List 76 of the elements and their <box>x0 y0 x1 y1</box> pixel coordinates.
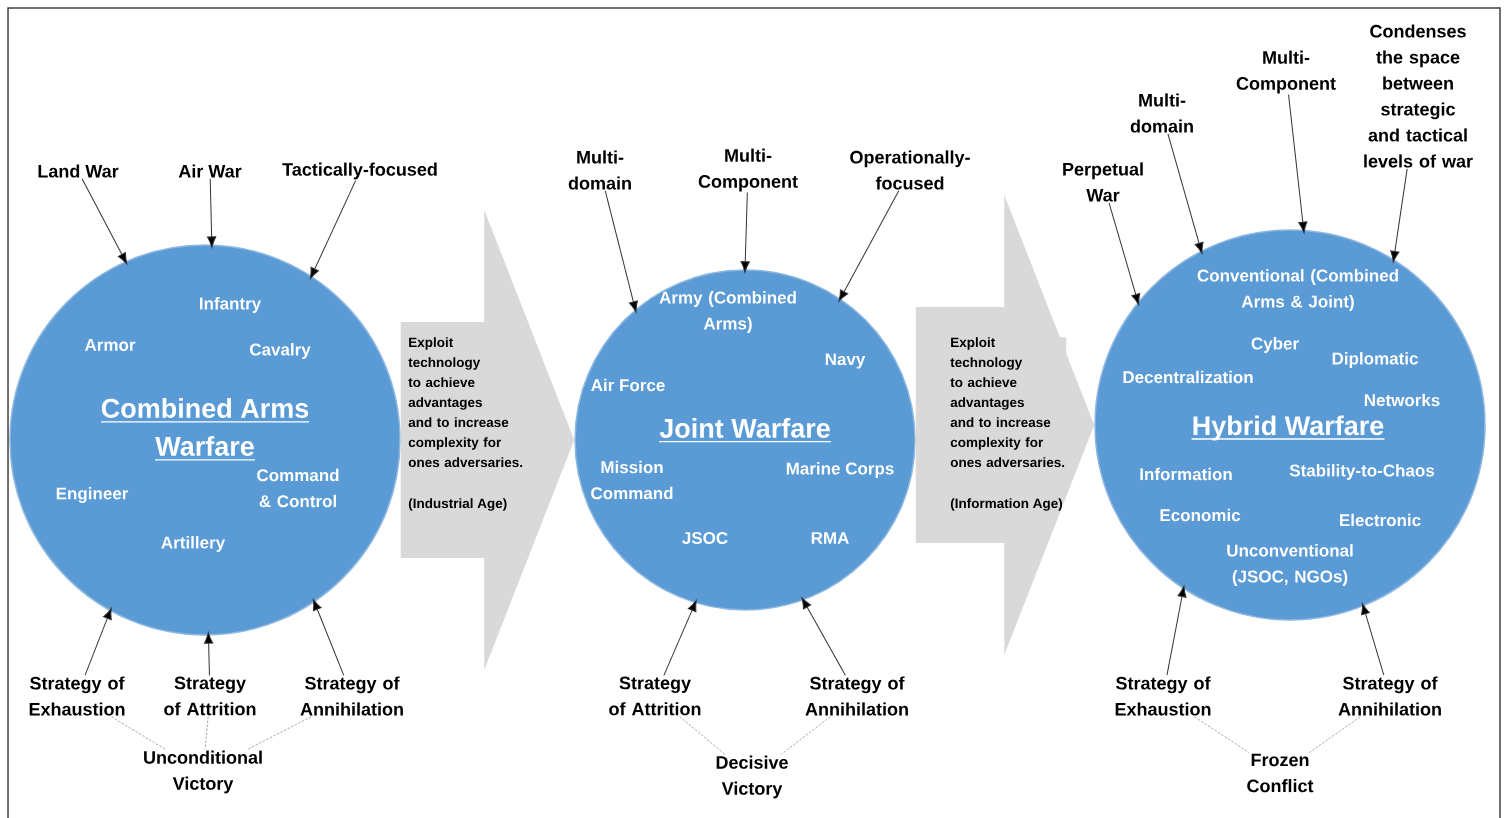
annotation-label: Frozen Conflict <box>1247 753 1314 793</box>
circle-label: Armor <box>84 339 136 351</box>
annotation-label: Strategy of Attrition <box>164 676 256 716</box>
circle-label: Unconventional (JSOC, NGOs) <box>1227 544 1353 586</box>
connector-line <box>246 716 312 750</box>
connector-line <box>1308 716 1361 753</box>
arrow <box>1166 585 1187 676</box>
annotation-label: Operationally-focused <box>850 150 970 190</box>
arrow <box>801 597 846 676</box>
annotation-label: Multi-Component <box>698 148 798 192</box>
circle-label: Marine Corps <box>786 462 894 478</box>
arrow <box>604 190 638 313</box>
circle-label: Navy <box>825 353 866 369</box>
annotation-label: Strategy of Attrition <box>609 676 701 716</box>
connector-line <box>111 716 166 750</box>
circle-label: RMA <box>811 532 849 544</box>
arrow <box>84 607 112 676</box>
circle-label: Decentralization <box>1123 370 1253 384</box>
annotation-label: Strategy of Annihilation <box>1338 676 1441 716</box>
annotation-label: Condenses the space between strategic and tactical levels of war <box>1364 24 1473 168</box>
heading: Joint Warfare <box>658 418 832 443</box>
annotation-label: Multi-domain <box>568 150 631 190</box>
note-text: (Information Age) <box>950 498 1062 511</box>
annotation-label: Unconditional Victory <box>144 750 262 794</box>
arrow <box>1108 202 1141 306</box>
circle <box>574 269 916 611</box>
circle-label: Cavalry <box>250 343 311 359</box>
circle-label: Air Force <box>591 378 665 392</box>
arrow <box>1288 94 1308 234</box>
annotation-label: Strategy of Exhaustion <box>1115 676 1211 716</box>
arrow <box>204 632 214 676</box>
arrow <box>1167 133 1204 254</box>
heading: Combined Arms Warfare <box>100 398 310 461</box>
circle <box>9 244 401 636</box>
circle-label: Command & Control <box>257 468 339 508</box>
annotation-label: Multi-domain <box>1130 93 1193 133</box>
arrow <box>207 178 217 248</box>
circle-label: Mission Command <box>591 460 673 500</box>
connector-line <box>204 716 209 750</box>
arrow <box>838 190 900 302</box>
arrow-text: Exploit technology to achieve advantages and to increase complexity for ones adversaries. <box>950 337 1067 468</box>
annotation-label: Air War <box>178 164 242 178</box>
annotation-label: Strategy of Annihilation <box>300 676 403 716</box>
annotation-label: Perpetual War <box>1063 162 1143 202</box>
arrow <box>1361 603 1385 676</box>
circle-label: Diplomatic <box>1332 352 1418 368</box>
circle <box>1094 229 1486 621</box>
arrow <box>663 600 697 676</box>
arrow <box>312 599 345 676</box>
annotation-label: Strategy of Annihilation <box>805 676 908 716</box>
circle-label: Stability-to-Chaos <box>1289 464 1435 480</box>
circle-label: Engineer <box>56 487 129 503</box>
circle-label: JSOC <box>682 531 728 544</box>
arrow <box>740 192 750 273</box>
circle-label: Electronic <box>1340 513 1421 527</box>
circle-label: Conventional (Combined Arms & Joint) <box>1197 269 1398 311</box>
annotation-label: Strategy of Exhaustion <box>29 676 125 716</box>
circle-label: Cyber <box>1251 337 1299 353</box>
annotation-label: Tactically-focused <box>282 162 437 180</box>
arrow <box>1390 168 1408 263</box>
arrow-text: Exploit technology to achieve advantages and to increase complexity for ones adversaries. <box>408 337 525 468</box>
circle-label: Army (Combined Arms) <box>659 291 796 333</box>
circle-label: Networks <box>1364 393 1440 407</box>
circle-label: Information <box>1140 467 1232 481</box>
circle-label: Infantry <box>200 297 262 313</box>
arrow <box>81 178 128 265</box>
connector-line <box>780 716 831 755</box>
arrow <box>309 180 357 280</box>
annotation-label: Decisive Victory <box>716 755 788 799</box>
connector-line <box>679 716 726 755</box>
circle-label: Artillery <box>161 536 226 552</box>
circle-label: Economic <box>1160 508 1241 522</box>
connector-line <box>1194 716 1250 753</box>
annotation-label: Multi-Component <box>1236 50 1336 94</box>
heading: Hybrid Warfare <box>1190 415 1386 441</box>
annotation-label: Land War <box>38 164 119 178</box>
